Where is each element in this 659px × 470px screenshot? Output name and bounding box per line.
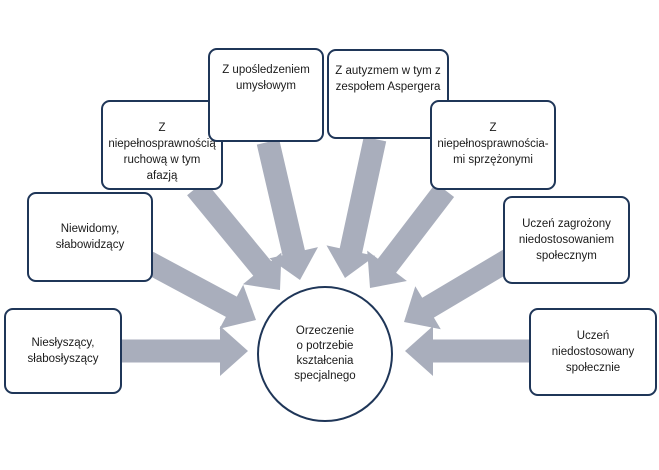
- node-zagrozony-niedostosowaniem: Uczeń zagrożony niedostosowaniem społecz…: [503, 196, 630, 284]
- arrow-from-nieslyszacy: [122, 326, 248, 376]
- node-niedostosowany-spolecznie: Uczeń niedostosowany społecznie: [529, 308, 657, 396]
- arrow-from-uposledzenie-umyslowe: [256, 139, 318, 280]
- node-nieslyszacy: Niesłyszący, słabosłyszący: [4, 308, 122, 394]
- node-uposledzenie-umyslowe: Z upośledzeniem umysłowym: [208, 48, 324, 142]
- arrow-from-niedostosowany-spolecznie: [405, 326, 529, 376]
- center-node-orzeczenie: Orzeczenie o potrzebie kształcenia specj…: [257, 286, 393, 422]
- arrow-from-zagrozony-niedostosowaniem: [404, 246, 521, 330]
- arrow-from-niepelnosprawnosc-ruchowa: [187, 180, 282, 290]
- arrow-from-autyzm: [326, 136, 387, 278]
- node-niepelnosprawnosc-ruchowa: Z niepełnosprawnością ruchową w tym afaz…: [101, 100, 223, 190]
- node-niewidomy: Niewidomy, słabowidzący: [27, 192, 153, 282]
- arrow-from-niepelnosprawnosci-sprzezone: [367, 183, 455, 288]
- node-niepelnosprawnosci-sprzezone: Z niepełnosprawnościa- mi sprzężonymi: [430, 100, 556, 190]
- arrow-from-niewidomy: [142, 251, 256, 329]
- node-autyzm: Z autyzmem w tym z zespołem Aspergera: [327, 49, 449, 139]
